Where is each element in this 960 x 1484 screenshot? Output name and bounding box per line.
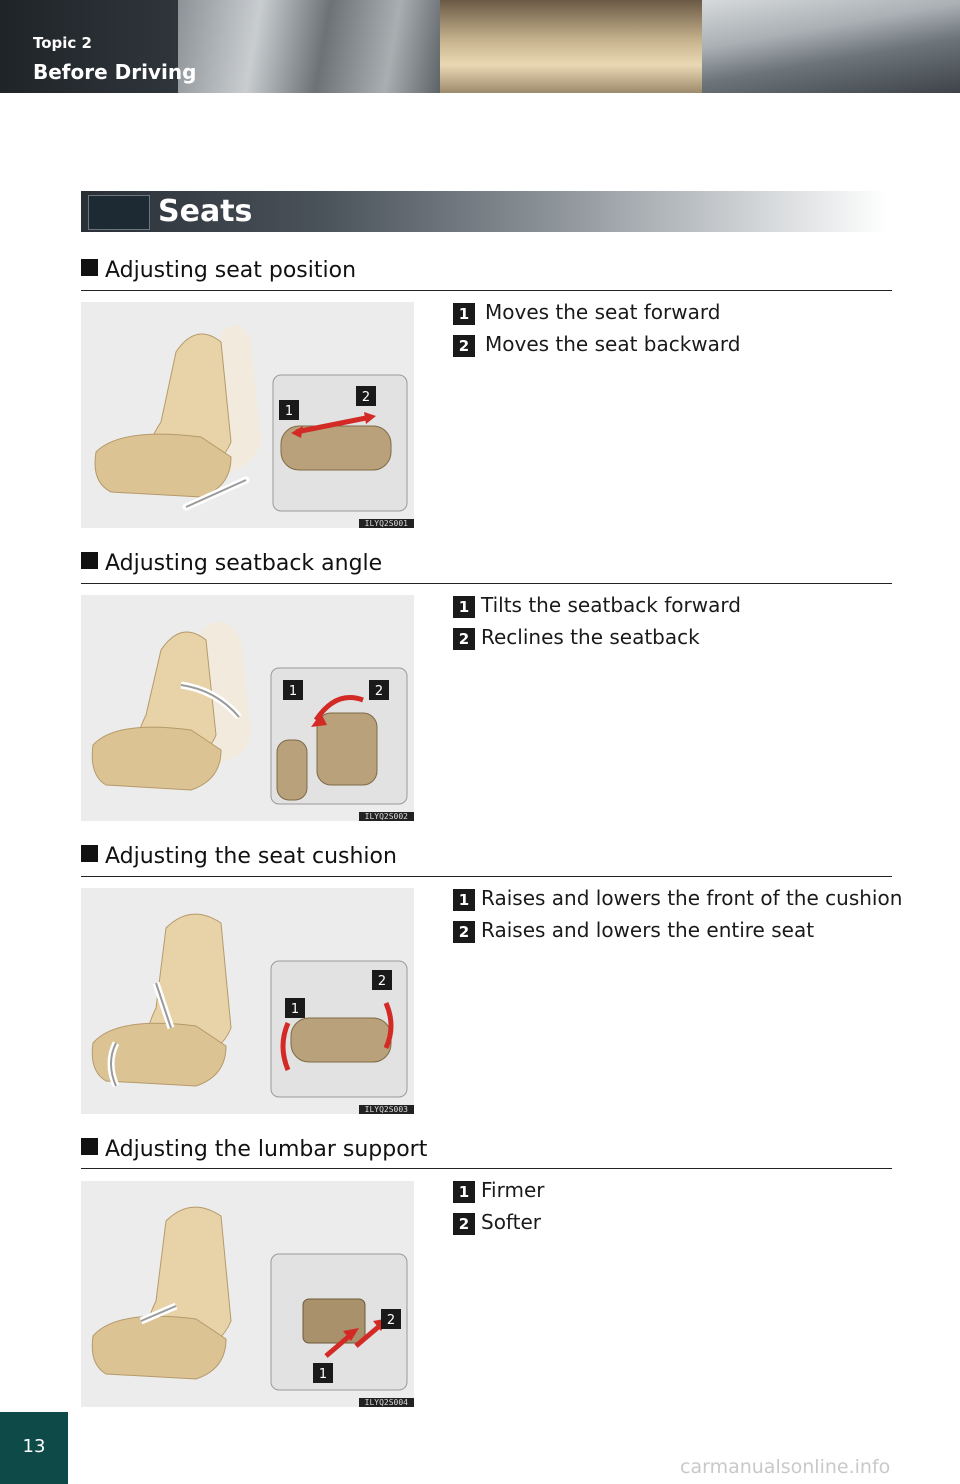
figure-code: ILYQ2S002 bbox=[358, 812, 414, 821]
step-text: Moves the seat backward bbox=[485, 332, 741, 356]
figure-lumbar-support: 1 2 ILYQ2S004 bbox=[81, 1181, 414, 1407]
watermark: carmanualsonline.info bbox=[680, 1456, 891, 1478]
step-text: Reclines the seatback bbox=[481, 625, 700, 649]
page-number-tab: 13 bbox=[0, 1412, 68, 1484]
svg-text:1: 1 bbox=[319, 1367, 327, 1382]
square-bullet-icon bbox=[81, 1138, 98, 1155]
section-title: Before Driving bbox=[33, 60, 197, 84]
figure-seat-cushion: 1 2 ILYQ2S003 bbox=[81, 888, 414, 1114]
divider bbox=[81, 876, 892, 877]
figure-code: ILYQ2S003 bbox=[358, 1105, 414, 1114]
step-badge: 2 bbox=[453, 921, 475, 943]
step-badge: 2 bbox=[453, 1213, 475, 1235]
step-badge: 1 bbox=[453, 596, 475, 618]
step-badge: 2 bbox=[453, 335, 475, 357]
svg-text:1: 1 bbox=[285, 404, 293, 419]
step-text: Tilts the seatback forward bbox=[481, 593, 741, 617]
seat-illustration: 1 2 bbox=[81, 888, 414, 1114]
page-number: 13 bbox=[22, 1436, 46, 1457]
step-badge: 1 bbox=[453, 1181, 475, 1203]
step-text: Raises and lowers the front of the cushi… bbox=[481, 886, 903, 910]
seat-illustration: 1 2 bbox=[81, 595, 414, 821]
page-title-bar: Seats bbox=[81, 191, 887, 232]
header-photo-car bbox=[702, 0, 960, 93]
divider bbox=[81, 290, 892, 291]
topic-label: Topic 2 bbox=[33, 34, 92, 52]
svg-text:1: 1 bbox=[291, 1002, 299, 1017]
header-banner: Topic 2 Before Driving bbox=[0, 0, 960, 93]
svg-text:1: 1 bbox=[289, 684, 297, 699]
seat-illustration: 1 2 bbox=[81, 1181, 414, 1407]
step-text: Firmer bbox=[481, 1178, 545, 1202]
svg-text:2: 2 bbox=[375, 684, 383, 699]
svg-text:2: 2 bbox=[387, 1313, 395, 1328]
svg-text:2: 2 bbox=[362, 390, 370, 405]
step-badge: 1 bbox=[453, 889, 475, 911]
subsection-title-seat-position: Adjusting seat position bbox=[81, 257, 356, 285]
header-photo-door bbox=[178, 0, 440, 93]
subsection-title-seatback-angle: Adjusting seatback angle bbox=[81, 550, 382, 578]
divider bbox=[81, 1168, 892, 1169]
header-label-area bbox=[0, 0, 178, 93]
square-bullet-icon bbox=[81, 552, 98, 569]
seat-illustration: 1 2 bbox=[81, 302, 414, 528]
step-badge: 2 bbox=[453, 628, 475, 650]
figure-code: ILYQ2S004 bbox=[358, 1398, 414, 1407]
subsection-title-lumbar-support: Adjusting the lumbar support bbox=[81, 1136, 427, 1164]
divider bbox=[81, 583, 892, 584]
step-text: Raises and lowers the entire seat bbox=[481, 918, 815, 942]
figure-seat-position: 1 2 ILYQ2S001 bbox=[81, 302, 414, 528]
step-text: Moves the seat forward bbox=[485, 300, 721, 324]
square-bullet-icon bbox=[81, 259, 98, 276]
page-title: Seats bbox=[158, 194, 253, 229]
subsection-title-seat-cushion: Adjusting the seat cushion bbox=[81, 843, 397, 871]
figure-code: ILYQ2S001 bbox=[358, 519, 414, 528]
title-swatch bbox=[88, 195, 150, 230]
step-text: Softer bbox=[481, 1210, 541, 1234]
square-bullet-icon bbox=[81, 845, 98, 862]
step-badge: 1 bbox=[453, 303, 475, 325]
svg-text:2: 2 bbox=[378, 974, 386, 989]
header-photo-interior bbox=[440, 0, 702, 93]
figure-seatback-angle: 1 2 ILYQ2S002 bbox=[81, 595, 414, 821]
